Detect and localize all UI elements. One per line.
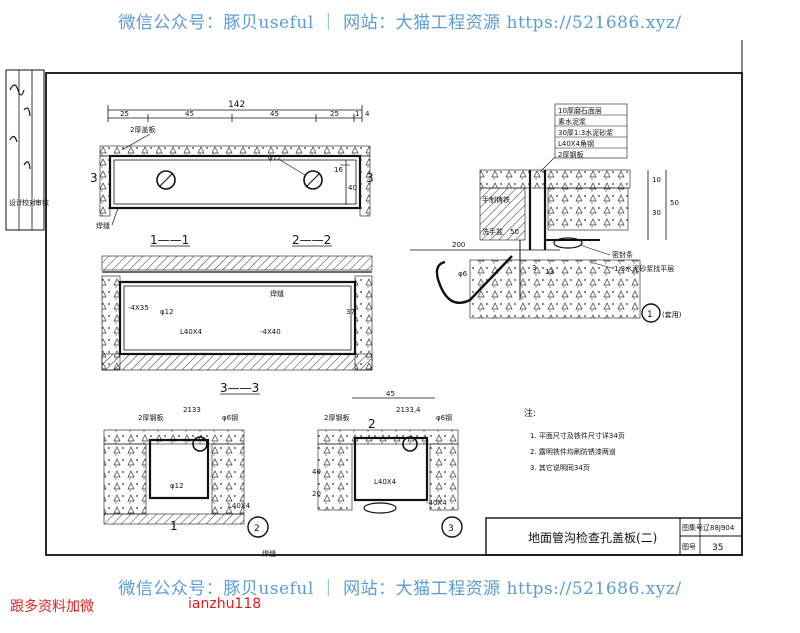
section-label-1-1: 1——1 xyxy=(150,233,189,247)
label-flat-4x40: -4X40 xyxy=(260,328,281,336)
drawing-title: 地面管沟检查孔盖板(二) xyxy=(528,530,657,545)
spec-layer-5: 2厚钢板 xyxy=(558,150,583,159)
dim-3: 3 xyxy=(532,264,536,272)
dim-13: 13 xyxy=(545,268,554,276)
watermark-bottom: 微信公众号：豚贝useful ｜ 网站：大猫工程资源 https://52168… xyxy=(118,579,682,599)
label-mortar: 1:3水泥砂浆找平层 xyxy=(614,264,674,273)
dim-20: 20 xyxy=(312,490,321,498)
dim-2133-4: 2133,4 xyxy=(396,406,421,414)
cut-mark-1: 1 xyxy=(170,519,178,533)
section-label-2-2: 2——2 xyxy=(292,233,331,247)
watermark-top: 微信公众号：豚贝useful ｜ 网站：大猫工程资源 https://52168… xyxy=(118,13,682,33)
dim-1: 1 xyxy=(355,110,359,118)
page-label: 图号 xyxy=(682,543,696,551)
label-handle: 手制铸铁 xyxy=(482,195,510,204)
label-flat-4x35: -4X35 xyxy=(128,304,149,312)
label-plate2: 2厚盖板 xyxy=(130,125,155,134)
dim-45-detail3: 45 xyxy=(386,390,395,398)
dim-50-right: 50 xyxy=(670,199,679,207)
label-phi6-detail2: φ6钢 xyxy=(222,413,238,422)
section-1-1-2-2: 142 25 45 45 25 1 4 16 40 2厚盖板 φ12 焊缝 3 … xyxy=(90,100,374,247)
detail-mark-1: 1 xyxy=(647,310,653,320)
atlas-label: 图集号 xyxy=(682,523,703,532)
dim-30: 30 xyxy=(652,209,661,217)
dim-45a: 45 xyxy=(185,110,194,118)
detail-mark-2: 2 xyxy=(254,524,260,534)
promo-text-left: 跟多资料加微 xyxy=(10,599,94,615)
detail-1: 10厚磨石面层 素水泥浆 30厚1:3水泥砂浆 L40X4角钢 2厚钢板 10 … xyxy=(410,103,682,323)
dim-40: 40 xyxy=(348,184,357,192)
cut-mark-2: 2 xyxy=(368,417,376,431)
label-phi6-detail1: φ6 xyxy=(458,270,468,278)
dim-10: 10 xyxy=(652,176,661,184)
atlas-number: 辽88J904 xyxy=(703,524,735,532)
section-3-3: -4X35 φ12 L40X4 -4X40 焊缝 37 3——3 xyxy=(101,255,373,395)
label-phi12: φ12 xyxy=(268,154,282,162)
label-weld-bottom: 焊缝 xyxy=(262,549,276,558)
detail-2: 2厚钢板 2133 φ6钢 φ12 L40X4 1 2 xyxy=(103,406,269,538)
detail-mark-3: 3 xyxy=(448,524,454,534)
side-signature-block: 设计 校对 审核 xyxy=(5,69,49,231)
label-angle-33: L40X4 xyxy=(180,328,203,336)
label-phi6-detail3: φ6钢 xyxy=(436,413,452,422)
cut-mark-3-left: 3 xyxy=(90,171,98,185)
spec-layer-2: 素水泥浆 xyxy=(558,117,586,126)
detail-3: 45 40 20 2厚钢板 2133,4 φ6钢 L40X4 -40X4 2 3 xyxy=(312,390,463,538)
label-weld: 焊缝 xyxy=(96,221,110,230)
dim-200: 200 xyxy=(452,241,465,249)
spec-layer-3: 30厚1:3水泥砂浆 xyxy=(558,128,613,137)
label-angle-detail3: L40X4 xyxy=(374,478,397,486)
label-angle-detail2: L40X4 xyxy=(228,502,251,510)
dim-37: 37 xyxy=(346,308,355,316)
note-3: 3. 其它说明同34页 xyxy=(530,463,590,472)
note-1: 1. 平面尺寸及铁件尺寸详34页 xyxy=(530,431,625,440)
side-designer: 设计 xyxy=(9,198,23,207)
dim-16: 16 xyxy=(334,166,343,174)
note-2: 2. 露明铁件均刷防锈漆两道 xyxy=(530,447,616,456)
label-plate-detail3: 2厚钢板 xyxy=(324,413,349,422)
spec-layer-1: 10厚磨石面层 xyxy=(558,106,602,115)
dim-total: 142 xyxy=(228,100,245,110)
dim-45b: 45 xyxy=(270,110,279,118)
dim-25b: 25 xyxy=(330,110,339,118)
page-number: 35 xyxy=(712,543,723,553)
dim-50-left: 50 xyxy=(510,228,519,236)
dim-25a: 25 xyxy=(120,110,129,118)
promo-text-right: ianzhu118 xyxy=(188,596,262,612)
label-seal: 密封条 xyxy=(612,250,633,259)
label-weld-33: 焊缝 xyxy=(270,289,284,298)
notes: 注: 1. 平面尺寸及铁件尺寸详34页 2. 露明铁件均刷防锈漆两道 3. 其它… xyxy=(524,407,625,472)
dim-2133: 2133 xyxy=(183,406,201,414)
dim-4: 4 xyxy=(365,110,370,118)
label-marble: 洗手盆 xyxy=(482,227,503,236)
spec-layer-4: L40X4角钢 xyxy=(558,139,594,148)
notes-heading: 注: xyxy=(524,407,536,419)
label-flat-detail3: -40X4 xyxy=(426,499,447,507)
dim-40-detail3: 40 xyxy=(312,468,321,476)
label-plate-detail2: 2厚钢板 xyxy=(138,413,163,422)
side-checker: 校对 xyxy=(22,198,36,207)
section-label-3-3: 3——3 xyxy=(220,381,259,395)
label-phi12-33: φ12 xyxy=(160,308,174,316)
title-block: 地面管沟检查孔盖板(二) 图集号 辽88J904 图号 35 xyxy=(485,517,743,556)
cut-mark-3-right: 3 xyxy=(366,171,374,185)
side-approver: 审核 xyxy=(35,198,49,207)
label-phi12-detail2: φ12 xyxy=(170,482,184,490)
detail-mark-1-note: (套用) xyxy=(662,310,682,319)
